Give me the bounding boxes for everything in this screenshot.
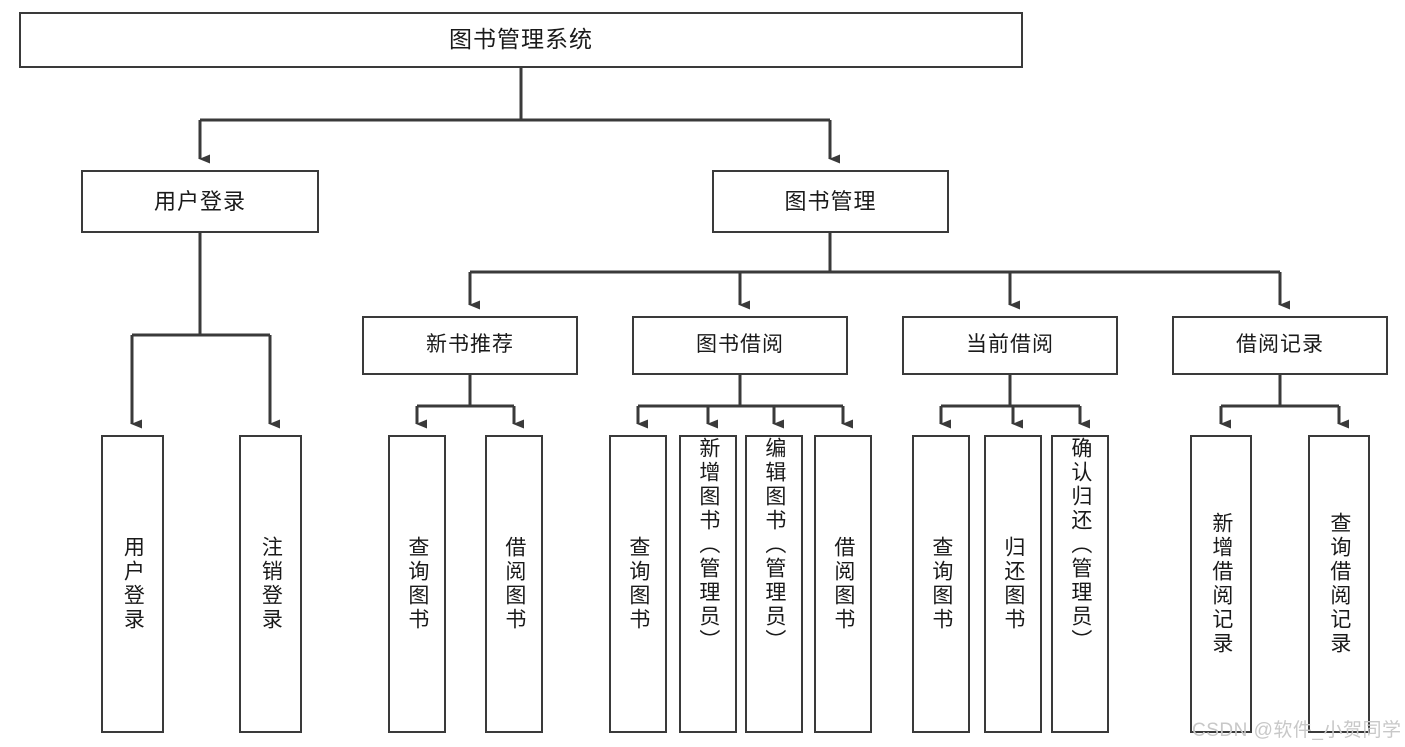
leaf-node[interactable]: 注销登录 — [239, 435, 302, 733]
node-user-login-label: 用户登录 — [153, 188, 246, 214]
leaf-node[interactable]: 归还图书 — [984, 435, 1042, 733]
node-book-borrow[interactable]: 图书借阅 — [632, 316, 848, 375]
node-book-management-label: 图书管理 — [784, 188, 877, 214]
node-borrow-record[interactable]: 借阅记录 — [1172, 316, 1388, 375]
leaf-node-label: 查询图书 — [929, 536, 953, 632]
leaf-node-label: 新增借阅记录 — [1209, 512, 1233, 656]
leaf-node[interactable]: 借阅图书 — [814, 435, 872, 733]
leaf-node[interactable]: 编辑图书（管理员） — [745, 435, 803, 733]
node-book-borrow-label: 图书借阅 — [696, 333, 784, 357]
node-new-book-recommend-label: 新书推荐 — [426, 333, 514, 357]
leaf-node-label: 查询借阅记录 — [1327, 512, 1351, 656]
node-root-label: 图书管理系统 — [449, 26, 593, 53]
leaf-node-label: 编辑图书（管理员） — [762, 437, 786, 653]
node-root-system[interactable]: 图书管理系统 — [19, 12, 1023, 68]
node-borrow-record-label: 借阅记录 — [1236, 333, 1324, 357]
leaf-node[interactable]: 查询图书 — [388, 435, 446, 733]
node-new-book-recommend[interactable]: 新书推荐 — [362, 316, 578, 375]
leaf-node-label: 新增图书（管理员） — [696, 437, 720, 653]
node-current-borrow[interactable]: 当前借阅 — [902, 316, 1118, 375]
leaf-node[interactable]: 查询图书 — [912, 435, 970, 733]
leaf-node-label: 注销登录 — [259, 536, 283, 632]
leaf-node[interactable]: 借阅图书 — [485, 435, 543, 733]
node-current-borrow-label: 当前借阅 — [966, 333, 1054, 357]
node-book-management[interactable]: 图书管理 — [712, 170, 949, 233]
leaf-node[interactable]: 查询图书 — [609, 435, 667, 733]
leaf-node[interactable]: 查询借阅记录 — [1308, 435, 1370, 733]
leaf-node[interactable]: 新增图书（管理员） — [679, 435, 737, 733]
leaf-node-label: 借阅图书 — [831, 536, 855, 632]
leaf-node-label: 归还图书 — [1001, 536, 1025, 632]
leaf-node[interactable]: 新增借阅记录 — [1190, 435, 1252, 733]
leaf-node[interactable]: 用户登录 — [101, 435, 164, 733]
leaf-node[interactable]: 确认归还（管理员） — [1051, 435, 1109, 733]
leaf-node-label: 用户登录 — [121, 536, 145, 632]
leaf-node-label: 查询图书 — [405, 536, 429, 632]
leaf-node-label: 借阅图书 — [502, 536, 526, 632]
leaf-node-label: 确认归还（管理员） — [1068, 437, 1092, 653]
leaf-node-label: 查询图书 — [626, 536, 650, 632]
node-user-login[interactable]: 用户登录 — [81, 170, 319, 233]
